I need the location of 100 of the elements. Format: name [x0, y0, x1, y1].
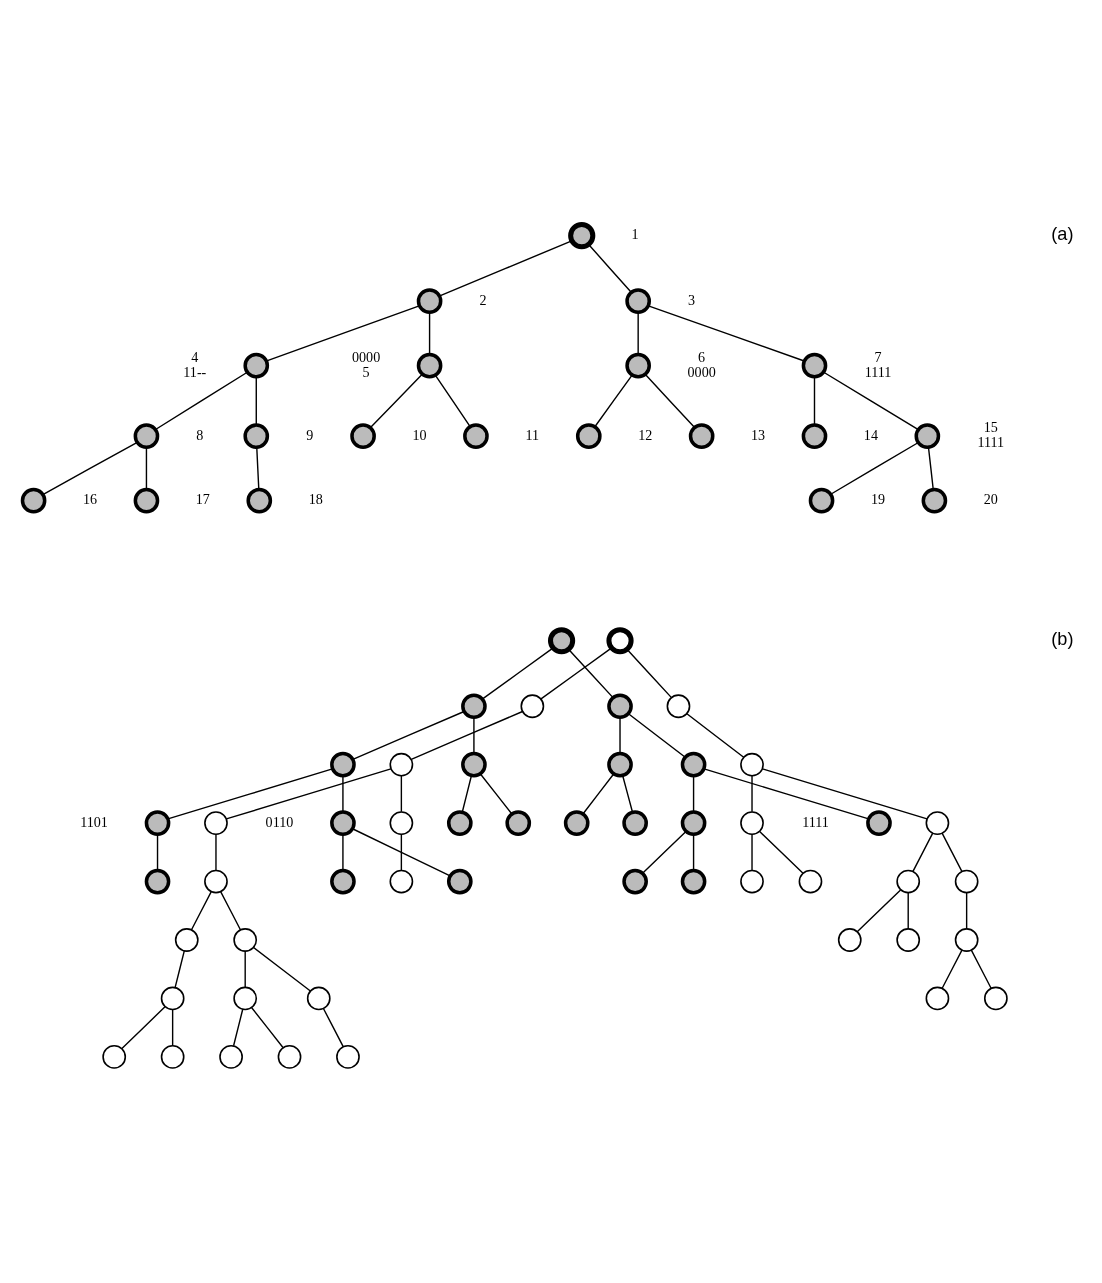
node-circle: [246, 487, 273, 514]
node-circle: [446, 809, 473, 836]
node-circle: [160, 1044, 185, 1069]
node-circle: [144, 809, 171, 836]
node-circle: [243, 352, 270, 378]
node-circle: [133, 422, 160, 449]
node-circle: [219, 1044, 243, 1069]
node-label: 0000: [687, 363, 716, 380]
connector: [351, 827, 451, 877]
node-circle: [925, 810, 950, 835]
node-circle: [866, 809, 892, 836]
connector: [907, 891, 909, 929]
node-circle: [446, 868, 473, 894]
connector: [941, 832, 963, 872]
connector: [970, 948, 992, 989]
node-label: 8: [196, 426, 204, 443]
node-label: 20: [983, 490, 998, 507]
node-circle: [330, 751, 356, 778]
connector: [352, 710, 465, 760]
node-circle: [350, 422, 376, 449]
connector: [322, 1007, 344, 1047]
connector: [813, 375, 816, 426]
node-circle: [622, 868, 648, 894]
connector: [342, 774, 344, 812]
connector: [761, 767, 928, 820]
connector: [621, 774, 634, 813]
node-circle: [520, 693, 545, 718]
node-circle: [896, 927, 921, 952]
node-circle: [233, 927, 258, 952]
connector: [461, 774, 473, 813]
connector: [434, 374, 471, 427]
node-label: 1111: [802, 813, 829, 830]
connector: [751, 833, 753, 871]
connector: [965, 891, 968, 929]
node-label: 17: [195, 490, 210, 507]
node-circle: [837, 927, 862, 952]
node-circle: [688, 422, 715, 449]
connector: [582, 772, 615, 814]
node-circle: [330, 868, 356, 894]
node-label: 10: [412, 426, 427, 443]
node-circle: [160, 986, 185, 1010]
connector: [479, 772, 513, 814]
connector: [190, 890, 212, 930]
node-circle: [954, 927, 979, 952]
node-label: 1111: [977, 433, 1005, 450]
node-circle: [914, 422, 941, 449]
connector: [42, 441, 138, 495]
node-circle: [174, 927, 199, 952]
connector: [167, 767, 334, 820]
node-label: 0000: [352, 348, 381, 365]
connector: [692, 774, 695, 812]
connector: [342, 833, 344, 871]
node-label: 5: [362, 363, 370, 380]
node-circle: [925, 986, 950, 1010]
node-circle: [102, 1044, 127, 1069]
connector: [627, 712, 686, 758]
node-circle: [666, 693, 691, 718]
connector: [145, 446, 148, 490]
label: (b): [1051, 628, 1074, 649]
node-circle: [983, 986, 1008, 1010]
connector: [912, 832, 934, 872]
connector: [400, 774, 403, 812]
connector: [647, 304, 805, 362]
node-circle: [563, 809, 590, 836]
connector: [156, 833, 159, 871]
node-circle: [389, 752, 414, 777]
node-circle: [330, 809, 356, 836]
node-circle: [801, 352, 828, 378]
node-circle: [306, 986, 331, 1010]
connector: [830, 441, 919, 495]
node-label: 7: [874, 348, 882, 365]
node-circle: [133, 487, 160, 514]
node-circle: [277, 1044, 302, 1069]
label: (a): [1051, 223, 1074, 244]
node-label: 1: [631, 225, 639, 242]
node-label: 13: [751, 426, 766, 443]
node-circle: [680, 868, 707, 894]
node-label: 19: [870, 490, 886, 507]
connector: [215, 833, 217, 871]
connector: [594, 373, 633, 427]
node-circle: [606, 626, 634, 654]
node-circle: [548, 626, 576, 654]
connector: [540, 646, 612, 700]
node-label: 0110: [265, 813, 294, 830]
node-circle: [921, 487, 948, 514]
node-label: 11--: [183, 363, 207, 380]
connector: [927, 446, 934, 490]
node-circle: [463, 422, 489, 449]
connector: [703, 767, 870, 820]
node-circle: [607, 692, 633, 719]
node-circle: [204, 810, 228, 835]
node-circle: [20, 487, 47, 514]
connector: [626, 648, 672, 698]
connector: [751, 774, 753, 812]
connector: [641, 830, 687, 874]
node-circle: [233, 986, 258, 1010]
connector: [637, 311, 639, 355]
connector: [686, 712, 745, 758]
node-label: 9: [306, 426, 314, 443]
connector: [692, 833, 695, 871]
